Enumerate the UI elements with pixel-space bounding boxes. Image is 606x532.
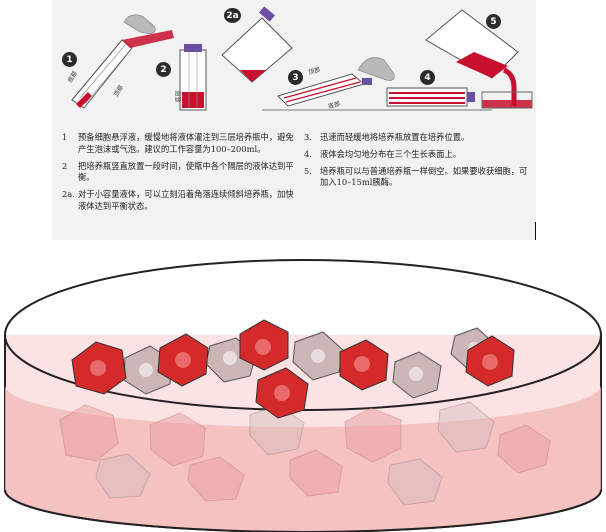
cell-nucleus: [311, 349, 325, 363]
instruction-3: 3. 迅速而轻缓地将培养瓶放置在培养位置。: [304, 132, 529, 144]
cell: [187, 456, 245, 502]
instructions-left: 1 预备细胞悬浮液，缓慢地将液体灌注到三层培养瓶中，避免产生泡沫或气泡。建议的工…: [62, 132, 294, 218]
protocol-illustration: [71, 6, 533, 111]
foreground-cells: [71, 319, 515, 419]
instructions-right: 3. 迅速而轻缓地将培养瓶放置在培养位置。 4. 液体会均匀地分布在三个生长表面…: [304, 132, 529, 194]
cell-nucleus: [139, 363, 153, 377]
step-badge-4: 4: [420, 70, 435, 85]
cell: [344, 407, 402, 463]
instruction-4: 4. 液体会均匀地分布在三个生长表面上。: [304, 149, 529, 161]
cell-nucleus: [90, 360, 106, 376]
cell-nucleus: [175, 352, 191, 368]
step-badge-5: 5: [486, 14, 501, 29]
protocol-panel: 1 2 2a 3 4 5 底部 顶部 底部 顶部 底部 1 预备细胞悬浮液，缓慢…: [52, 0, 536, 240]
step3-flask: [277, 57, 395, 107]
cell-nucleus: [482, 354, 498, 370]
instruction-text: 迅速而轻缓地将培养瓶放置在培养位置。: [320, 132, 470, 142]
step-badge-3: 3: [288, 70, 303, 85]
step5-flask: [425, 9, 533, 109]
cell: [289, 449, 343, 497]
cell-nucleus: [354, 356, 370, 372]
cell-nucleus: [223, 351, 237, 365]
cell: [437, 401, 495, 453]
step4-flask: [262, 87, 492, 111]
instruction-1: 1 预备细胞悬浮液，缓慢地将液体灌注到三层培养瓶中，避免产生泡沫或气泡。建议的工…: [62, 132, 294, 156]
cell-nucleus: [409, 367, 423, 381]
step-badge-2a: 2a: [224, 8, 241, 23]
cell-nucleus: [274, 385, 290, 401]
petri-dish-illustration: [4, 259, 602, 532]
step2a-flask: [221, 6, 293, 83]
step-badge-2: 2: [156, 62, 171, 77]
instruction-number: 1: [62, 132, 68, 142]
text-cursor: [535, 222, 536, 240]
step1-flask: [71, 14, 174, 109]
background-cells: [59, 401, 551, 506]
instruction-number: 2a.: [62, 189, 75, 200]
instruction-number: 2: [62, 160, 68, 171]
cell: [387, 458, 443, 506]
instruction-text: 对于小容量液体，可以立刻沿着角落连续倾斜培养瓶，加快液体达到平衡状态。: [78, 189, 294, 211]
cell: [497, 424, 551, 474]
instruction-number: 3.: [304, 132, 312, 142]
instruction-5: 5. 培养瓶可以与普通培养瓶一样倒空。如果要收获细胞，可加入10–15ml胰酶。: [304, 166, 529, 190]
instruction-text: 培养瓶可以与普通培养瓶一样倒空。如果要收获细胞，可加入10–15ml胰酶。: [320, 165, 528, 188]
cell: [149, 412, 206, 467]
instruction-text: 液体会均匀地分布在三个生长表面上。: [320, 148, 462, 159]
cell: [59, 404, 119, 462]
instruction-text: 把培养瓶竖直放置一段时间，使瓶中各个隔层的液体达到平衡。: [78, 160, 294, 183]
instruction-2: 2 把培养瓶竖直放置一段时间，使瓶中各个隔层的液体达到平衡。: [62, 161, 294, 185]
instruction-number: 5.: [304, 165, 312, 176]
step2-flask: [179, 44, 207, 111]
cell: [95, 453, 151, 499]
instruction-text: 预备细胞悬浮液，缓慢地将液体灌注到三层培养瓶中，避免产生泡沫或气泡。建议的工作容…: [78, 132, 294, 154]
instruction-2a: 2a. 对于小容量液体，可以立刻沿着角落连续倾斜培养瓶，加快液体达到平衡状态。: [62, 189, 294, 213]
flask-label-bottom-2: 底部: [175, 90, 183, 103]
step-badge-1: 1: [62, 52, 77, 67]
cell-nucleus: [255, 339, 271, 355]
instruction-number: 4.: [304, 148, 312, 159]
